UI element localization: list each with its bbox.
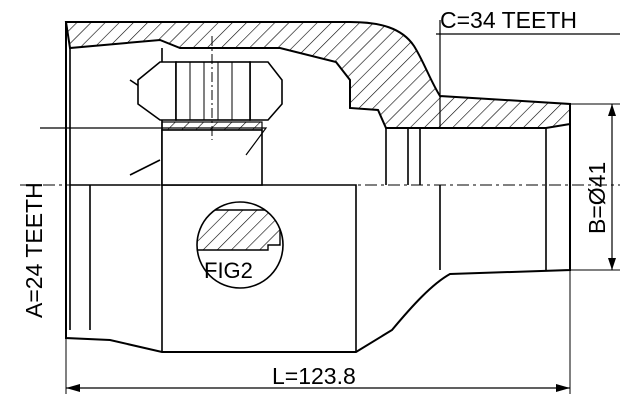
- housing-section-hatched: [64, 21, 571, 129]
- c-teeth-label: C=34 TEETH: [440, 7, 577, 33]
- fig2-detail: [196, 201, 284, 289]
- length-label: L=123.8: [272, 363, 356, 389]
- bearing-assembly: [137, 61, 283, 186]
- housing-outline: [65, 22, 571, 353]
- leader-a: [40, 127, 268, 156]
- dimension-l: [65, 270, 571, 394]
- a-teeth-label: A=24 TEETH: [21, 182, 47, 318]
- inner-cavity: [129, 48, 357, 352]
- fig2-label: FIG2: [204, 258, 253, 283]
- shaft-stub: [385, 128, 547, 270]
- b-diameter-label: B=Ø41: [584, 162, 610, 234]
- dimension-b: [570, 103, 620, 271]
